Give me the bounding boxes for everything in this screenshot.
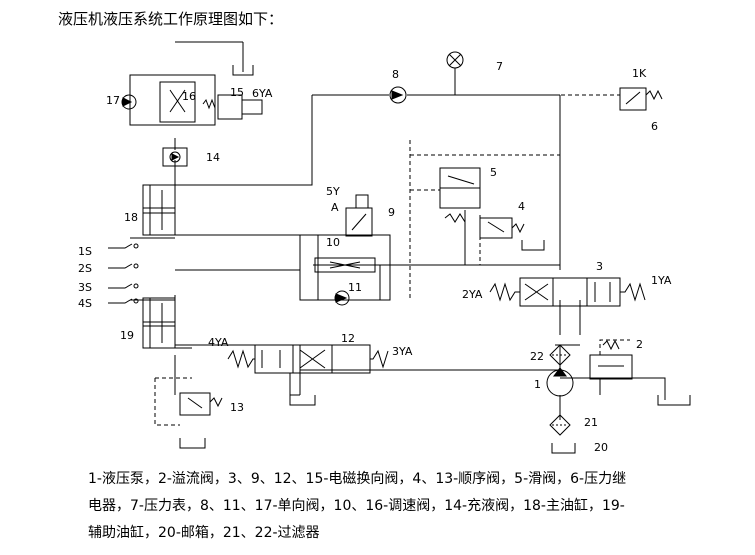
component-legend: 1-液压泵，2-溢流阀，3、9、12、15-电磁换向阀，4、13-顺序阀，5-滑… <box>88 466 728 547</box>
label-2s: 2S <box>78 262 92 275</box>
label-3s: 3S <box>78 281 92 294</box>
label-5ya-bottom: A <box>331 201 339 214</box>
label-3: 3 <box>596 260 603 273</box>
label-6: 6 <box>651 120 658 133</box>
fill-valve-14 <box>162 147 188 167</box>
valve-9 <box>345 194 373 237</box>
label-2ya: 2YA <box>462 288 483 301</box>
legend-line: 1-液压泵，2-溢流阀，3、9、12、15-电磁换向阀，4、13-顺序阀，5-滑… <box>88 471 627 487</box>
label-5ya-top: 5Y <box>326 185 340 198</box>
pressure-relay-6 <box>619 87 663 111</box>
speed-valve-10 <box>299 234 391 301</box>
label-3ya: 3YA <box>392 345 413 358</box>
pilot-lines <box>154 94 630 426</box>
label-17: 17 <box>106 94 120 107</box>
relief-valve-2 <box>589 339 633 380</box>
filter-22 <box>549 344 571 366</box>
label-14: 14 <box>206 151 220 164</box>
label-4s: 4S <box>78 297 92 310</box>
label-21: 21 <box>584 416 598 429</box>
label-2: 2 <box>636 338 643 351</box>
label-22: 22 <box>530 350 544 363</box>
filter-21 <box>549 414 571 436</box>
label-4: 4 <box>518 200 525 213</box>
label-12: 12 <box>341 332 355 345</box>
label-11: 11 <box>348 281 362 294</box>
label-6ya: 6YA <box>252 87 273 100</box>
label-8: 8 <box>392 68 399 81</box>
tank-symbols <box>179 65 691 454</box>
label-15: 15 <box>230 86 244 99</box>
limit-switches <box>108 243 139 304</box>
label-7: 7 <box>496 60 503 73</box>
directional-valve-3 <box>489 277 646 307</box>
pressure-lines <box>150 41 666 420</box>
legend-line: 电器，7-压力表，8、11、17-单向阀，10、16-调速阀，14-充液阀，18… <box>88 498 625 514</box>
main-cylinder-18 <box>130 184 176 239</box>
auxiliary-cylinder-19 <box>130 297 176 349</box>
label-16: 16 <box>182 90 196 103</box>
label-1k: 1K <box>632 67 647 80</box>
label-9: 9 <box>388 206 395 219</box>
label-19: 19 <box>120 329 134 342</box>
sequence-valve-4 <box>479 217 525 239</box>
label-1ya: 1YA <box>651 274 672 287</box>
sequence-valve-13 <box>179 392 223 416</box>
slide-valve-5 <box>439 167 481 223</box>
pressure-gauge-7 <box>446 51 464 95</box>
valve-block-15-17 <box>121 74 263 126</box>
directional-valve-12 <box>227 344 389 374</box>
legend-line: 辅助油缸，20-邮箱，21、22-过滤器 <box>88 525 320 541</box>
label-20: 20 <box>594 441 608 454</box>
hydraulic-pump-1 <box>546 367 574 397</box>
hydraulic-schematic <box>108 41 691 454</box>
label-18: 18 <box>124 211 138 224</box>
label-5: 5 <box>490 166 497 179</box>
page-title: 液压机液压系统工作原理图如下： <box>58 10 284 28</box>
label-1: 1 <box>534 378 541 391</box>
label-4ya: 4YA <box>208 336 229 349</box>
label-1s: 1S <box>78 245 92 258</box>
label-10: 10 <box>326 236 340 249</box>
check-valve-8 <box>389 86 407 104</box>
label-13: 13 <box>230 401 244 414</box>
check-valve-11 <box>334 290 350 306</box>
